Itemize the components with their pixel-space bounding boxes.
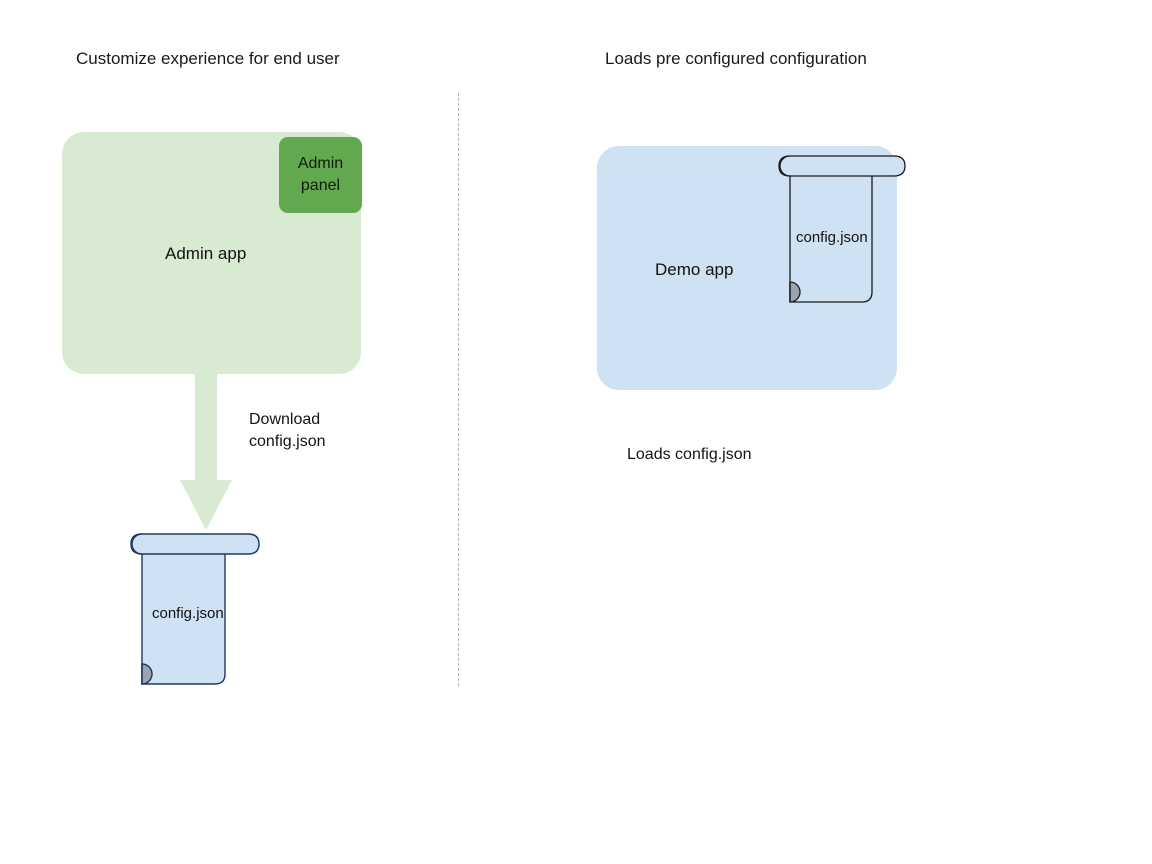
config-json-label-left: config.json (152, 605, 224, 622)
section-divider (458, 93, 459, 686)
config-json-document-left[interactable] (118, 528, 268, 690)
loads-config-caption: Loads config.json (627, 446, 752, 463)
config-json-label-right: config.json (796, 229, 868, 246)
admin-panel-label-line2: panel (300, 177, 341, 194)
section-title-right: Loads pre configured configuration (605, 49, 867, 68)
admin-panel-tile[interactable]: Admin panel (279, 137, 362, 213)
admin-app-label: Admin app (165, 244, 247, 263)
download-edge-label-line2: config.json (249, 433, 326, 450)
download-edge-label: Download config.json (249, 409, 326, 453)
admin-panel-label: Admin panel (298, 153, 343, 197)
demo-app-label: Demo app (655, 260, 734, 279)
section-title-left: Customize experience for end user (76, 49, 340, 68)
download-arrow-icon (180, 372, 232, 530)
config-json-document-right[interactable] (768, 152, 914, 308)
admin-panel-label-line1: Admin (297, 155, 344, 172)
download-edge-label-line1: Download (249, 411, 321, 428)
